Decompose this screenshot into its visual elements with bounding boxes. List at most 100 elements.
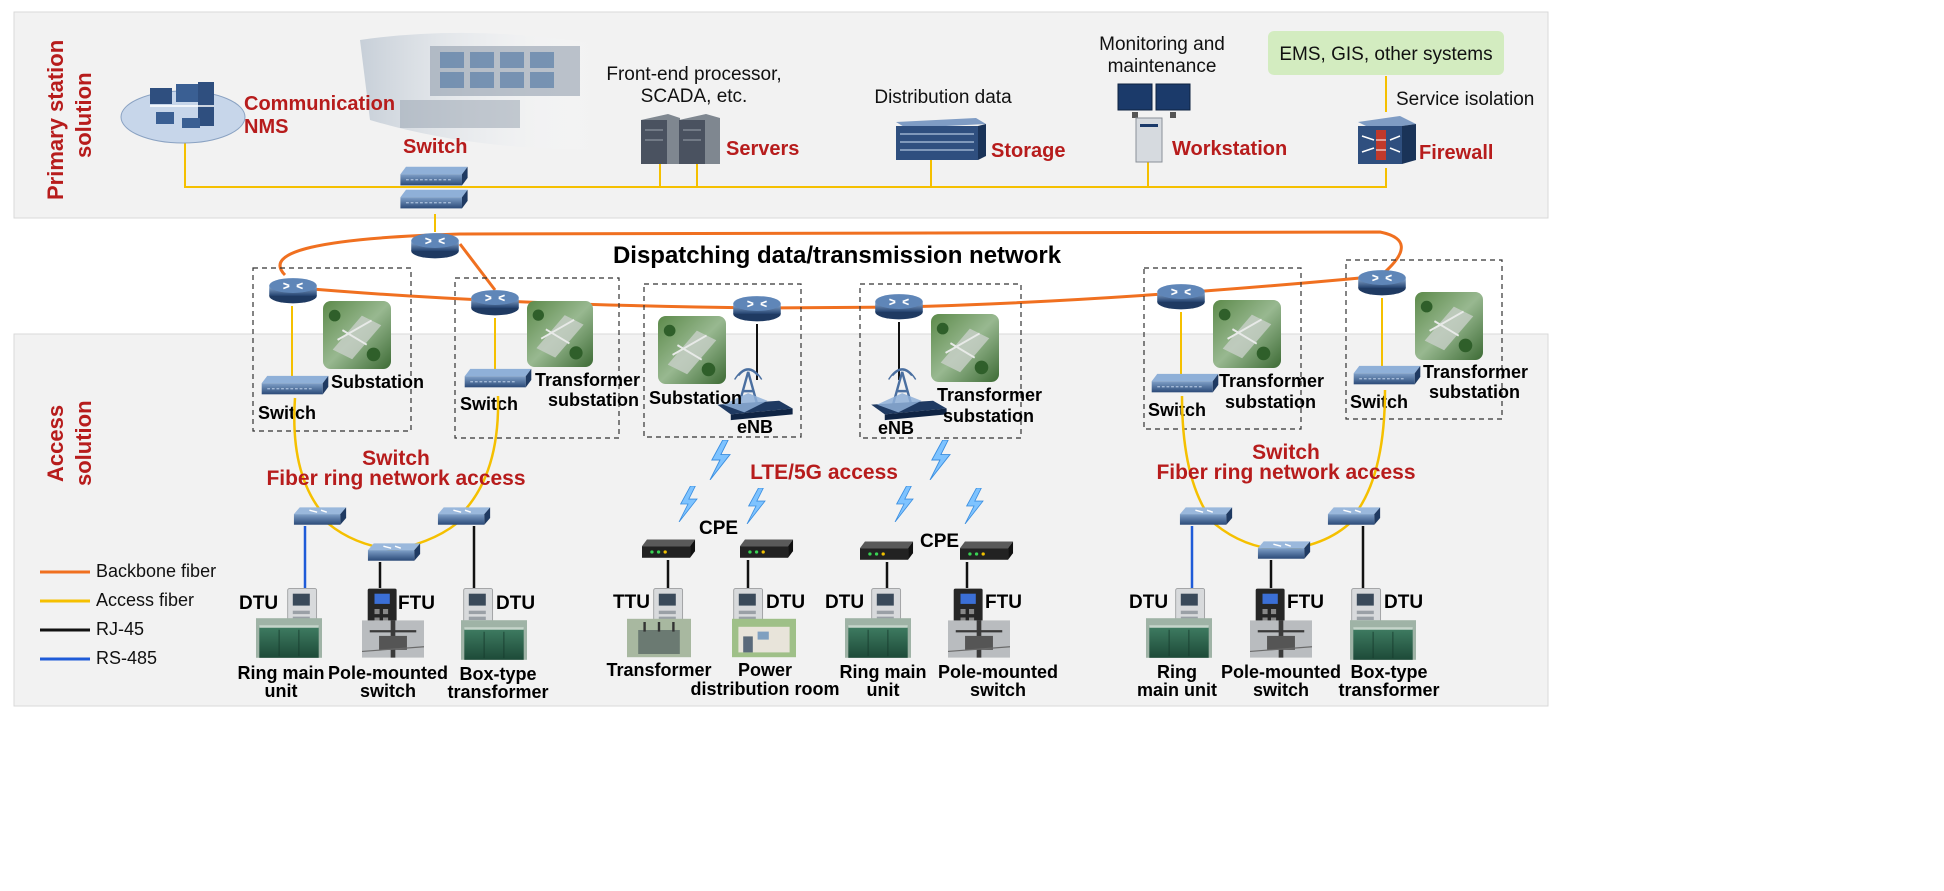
transformer-image	[627, 618, 691, 658]
group6-switch-icon	[1353, 365, 1421, 385]
pole-mounted-switch-image	[948, 620, 1010, 657]
cpe-2-icon	[740, 539, 794, 558]
service-isolation-label: Service isolation	[1396, 89, 1534, 110]
caption-ring-main-1-line1: Ring main	[237, 663, 324, 683]
ring-main-unit-image	[845, 618, 911, 658]
group6-station-label-line1: Transformer	[1423, 362, 1528, 382]
group6-router-icon	[1357, 269, 1407, 297]
dtu-4-label: DTU	[825, 592, 864, 613]
group1-switch-label: Switch	[258, 403, 316, 423]
ftu-2-label: FTU	[985, 592, 1022, 613]
cpe-right-label: CPE	[920, 531, 959, 552]
group1-site-image	[322, 301, 392, 369]
caption-ring-main-1-line2: unit	[265, 681, 298, 701]
access-solution-title: Access solution	[43, 400, 96, 486]
storage-caption: Distribution data	[874, 87, 1012, 108]
caption-ring-main-3-line1: Ring	[1157, 662, 1197, 682]
left-ring-title-line1: Switch	[362, 447, 430, 470]
left-ring-title-line2: Fiber ring network access	[266, 467, 525, 490]
group2-switch-icon	[464, 368, 532, 388]
caption-ring-main-2-line1: Ring main	[839, 662, 926, 682]
servers-icon	[641, 114, 720, 164]
right-access-switch-3-icon	[1327, 506, 1381, 526]
right-access-switch-1-icon	[1179, 506, 1233, 526]
group1-router-icon	[268, 277, 318, 305]
group4-site-image	[930, 314, 1000, 382]
ttu-label: TTU	[613, 592, 650, 613]
cpe-3-icon	[860, 541, 914, 560]
caption-ring-main-3-line2: main unit	[1137, 680, 1217, 700]
cpe-1-icon	[642, 539, 696, 558]
caption-box-1-line2: transformer	[447, 682, 548, 702]
group4-enb-label: eNB	[878, 418, 914, 438]
legend-label-access: Access fiber	[96, 590, 194, 610]
box-type-transformer-image	[1350, 620, 1416, 660]
box-type-transformer-image	[461, 620, 527, 660]
caption-transformer: Transformer	[606, 660, 711, 680]
dtu-1-label: DTU	[239, 593, 278, 614]
firewall-icon	[1358, 116, 1416, 164]
right-ring-title-line2: Fiber ring network access	[1156, 461, 1415, 484]
primary-title-line1: Primary station	[43, 40, 68, 200]
group6-switch-label: Switch	[1350, 392, 1408, 412]
group6-box	[1345, 259, 1503, 420]
right-access-switch-2-icon	[1257, 540, 1311, 560]
group6-station-label-line2: substation	[1429, 382, 1520, 402]
servers-caption-line1: Front-end processor,	[606, 64, 781, 85]
workstation-caption-line1: Monitoring and	[1099, 34, 1225, 55]
group3-station-label: Substation	[649, 388, 742, 408]
group5-station-label-line2: substation	[1225, 392, 1316, 412]
servers-label: Servers	[726, 138, 799, 160]
ring-main-unit-image	[1146, 618, 1212, 658]
group4-station-label-line1: Transformer	[937, 385, 1042, 405]
group6-site-image	[1414, 292, 1484, 360]
access-title-line1: Access	[43, 405, 68, 482]
servers-caption-line2: SCADA, etc.	[641, 86, 748, 107]
group2-site-image	[526, 301, 594, 367]
primary-switch-label: Switch	[403, 136, 467, 158]
caption-power-room-line1: Power	[738, 660, 792, 680]
lte-title: LTE/5G access	[750, 461, 898, 484]
power-distribution-room-image	[732, 618, 796, 658]
caption-pole-2-line2: switch	[970, 680, 1026, 700]
group2-station-label-line1: Transformer	[535, 370, 640, 390]
caption-box-1-line1: Box-type	[459, 664, 536, 684]
group5-switch-label: Switch	[1148, 400, 1206, 420]
left-access-switch-2-icon	[367, 542, 421, 562]
dtu-2-label: DTU	[496, 593, 535, 614]
right-ring-title-line1: Switch	[1252, 441, 1320, 464]
access-title-line2: solution	[71, 400, 96, 486]
dtu-5-label: DTU	[1129, 592, 1168, 613]
primary-switch-upper-icon	[399, 166, 469, 186]
caption-pole-3-line1: Pole-mounted	[1221, 662, 1341, 682]
storage-label: Storage	[991, 140, 1065, 162]
group1-station-label: Substation	[331, 372, 424, 392]
network-title: Dispatching data/transmission network	[613, 242, 1062, 269]
caption-ring-main-2-line2: unit	[867, 680, 900, 700]
group5-router-icon	[1156, 283, 1206, 311]
cpe-4-icon	[960, 541, 1014, 560]
storage-icon	[896, 118, 986, 160]
nms-label-line2: NMS	[244, 116, 288, 138]
ems-box-label: EMS, GIS, other systems	[1279, 44, 1492, 65]
dtu-6-label: DTU	[1384, 592, 1423, 613]
dtu-3-label: DTU	[766, 592, 805, 613]
group4-station-label-line2: substation	[943, 406, 1034, 426]
primary-switch-lower-icon	[399, 189, 469, 209]
group5-switch-icon	[1151, 373, 1219, 393]
group4-box	[859, 283, 1022, 439]
core-router-icon	[410, 232, 460, 260]
primary-title-line2: solution	[71, 72, 96, 158]
group2-box	[454, 277, 620, 439]
ems-box	[1268, 31, 1504, 75]
left-access-switch-1-icon	[293, 506, 347, 526]
nms-label-line1: Communication	[244, 93, 395, 115]
group4-router-icon	[874, 293, 924, 321]
firewall-label: Firewall	[1419, 142, 1493, 164]
workstation-label: Workstation	[1172, 138, 1287, 160]
group1-switch-icon	[261, 375, 329, 395]
legend: Backbone fiber Access fiber RJ-45 RS-485	[40, 561, 216, 668]
group3-router-icon	[732, 295, 782, 323]
group2-switch-label: Switch	[460, 394, 518, 414]
legend-label-backbone: Backbone fiber	[96, 561, 216, 581]
